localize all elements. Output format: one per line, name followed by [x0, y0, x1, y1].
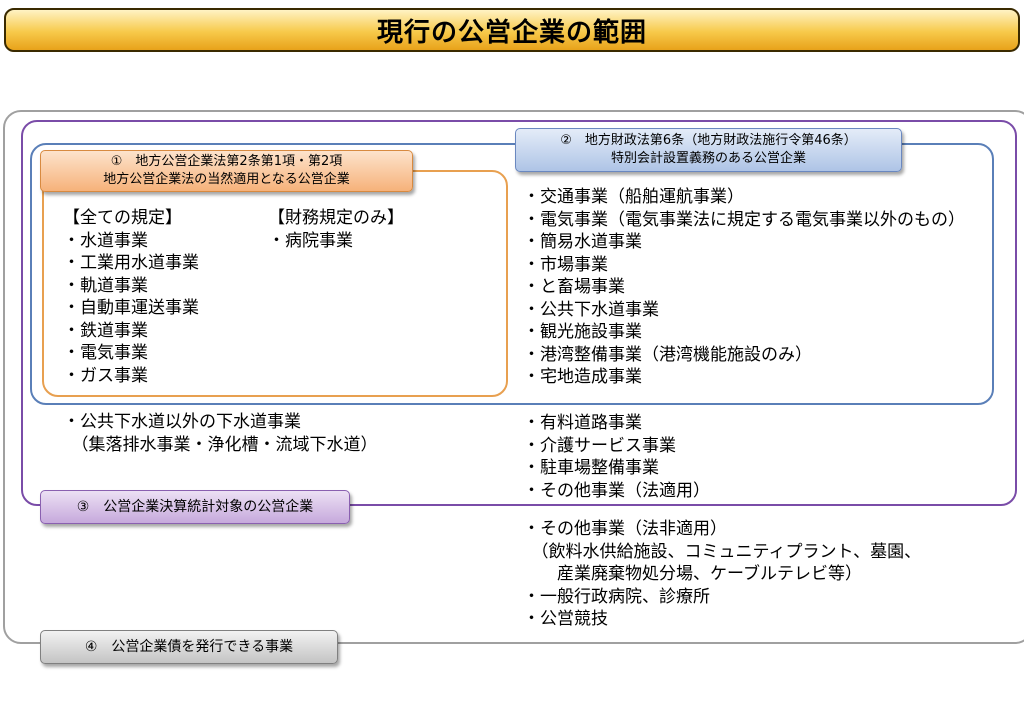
scope-3-label: ③ 公営企業決算統計対象の公営企業	[40, 490, 350, 524]
list-item: ・その他事業（法適用）	[523, 480, 710, 501]
list-item: ・簡易水道事業	[523, 232, 642, 252]
scope-4-list: ・その他事業（法非適用） （飲料水供給施設、コミュニティプラント、墓園、 産業廃…	[523, 518, 921, 631]
list-item: ・電気事業	[63, 343, 148, 363]
list-item: ・その他事業（法非適用）	[523, 519, 727, 539]
scope-1-label: ① 地方公営企業法第2条第1項・第2項 地方公営企業法の当然適用となる公営企業	[40, 150, 413, 192]
scope-2-list: ・交通事業（船舶運航事業） ・電気事業（電気事業法に規定する電気事業以外のもの）…	[523, 186, 965, 389]
list-item: ・電気事業（電気事業法に規定する電気事業以外のもの）	[523, 209, 965, 230]
list-item: ・工業用水道事業	[63, 253, 199, 273]
page-title: 現行の公営企業の範囲	[4, 8, 1020, 52]
list-item: ・と畜場事業	[523, 277, 625, 297]
scope-4-frame	[3, 110, 1024, 644]
finance-heading: 【財務規定のみ】	[268, 208, 404, 228]
scope-3-left-list: ・公共下水道以外の下水道事業 （集落排水事業・浄化槽・流域下水道）	[63, 411, 378, 456]
scope-3-right-list: ・有料道路事業 ・介護サービス事業 ・駐車場整備事業 ・その他事業（法適用）	[523, 412, 710, 502]
list-item: ・観光施設事業	[523, 322, 642, 342]
list-item: ・自動車運送事業	[63, 298, 199, 318]
scope-4-label: ④ 公営企業債を発行できる事業	[40, 630, 338, 664]
all-rules-heading: 【全ての規定】	[63, 208, 182, 228]
list-item: ・鉄道事業	[63, 320, 148, 341]
list-item: ・水道事業	[63, 230, 148, 251]
scope-2-label-line2: 特別会計設置義務のある公営企業	[610, 151, 806, 166]
scope-1-label-line1: ① 地方公営企業法第2条第1項・第2項	[110, 154, 343, 169]
list-item: ・ガス事業	[63, 365, 148, 386]
list-item: ・介護サービス事業	[523, 435, 676, 456]
scope-3-frame	[21, 120, 1017, 506]
list-item: ・病院事業	[268, 230, 353, 251]
scope-2-frame	[30, 143, 994, 405]
scope-2-label: ② 地方財政法第6条（地方財政法施行令第46条） 特別会計設置義務のある公営企業	[515, 128, 902, 172]
list-item: ・有料道路事業	[523, 413, 642, 433]
finance-rules-list: 【財務規定のみ】 ・病院事業	[268, 207, 404, 252]
list-item: ・軌道事業	[63, 275, 148, 296]
list-item: ・市場事業	[523, 254, 608, 275]
list-item: （飲料水供給施設、コミュニティプラント、墓園、	[523, 541, 922, 562]
list-item: ・宅地造成事業	[523, 367, 642, 387]
scope-1-label-line2: 地方公営企業法の当然適用となる公営企業	[103, 172, 350, 187]
list-item: ・交通事業（船舶運航事業）	[523, 187, 744, 207]
list-item: ・港湾整備事業（港湾機能施設のみ）	[523, 344, 812, 365]
list-item: ・一般行政病院、診療所	[523, 586, 710, 607]
scope-2-label-line1: ② 地方財政法第6条（地方財政法施行令第46条）	[560, 133, 857, 148]
list-item: 産業廃棄物処分場、ケーブルテレビ等）	[523, 564, 862, 584]
list-item: （集落排水事業・浄化槽・流域下水道）	[63, 434, 378, 455]
list-item: ・公共下水道以外の下水道事業	[63, 412, 301, 432]
list-item: ・公共下水道事業	[523, 299, 659, 320]
all-rules-list: 【全ての規定】 ・水道事業 ・工業用水道事業 ・軌道事業 ・自動車運送事業 ・鉄…	[63, 207, 199, 387]
list-item: ・駐車場整備事業	[523, 458, 659, 478]
list-item: ・公営競技	[523, 609, 608, 629]
